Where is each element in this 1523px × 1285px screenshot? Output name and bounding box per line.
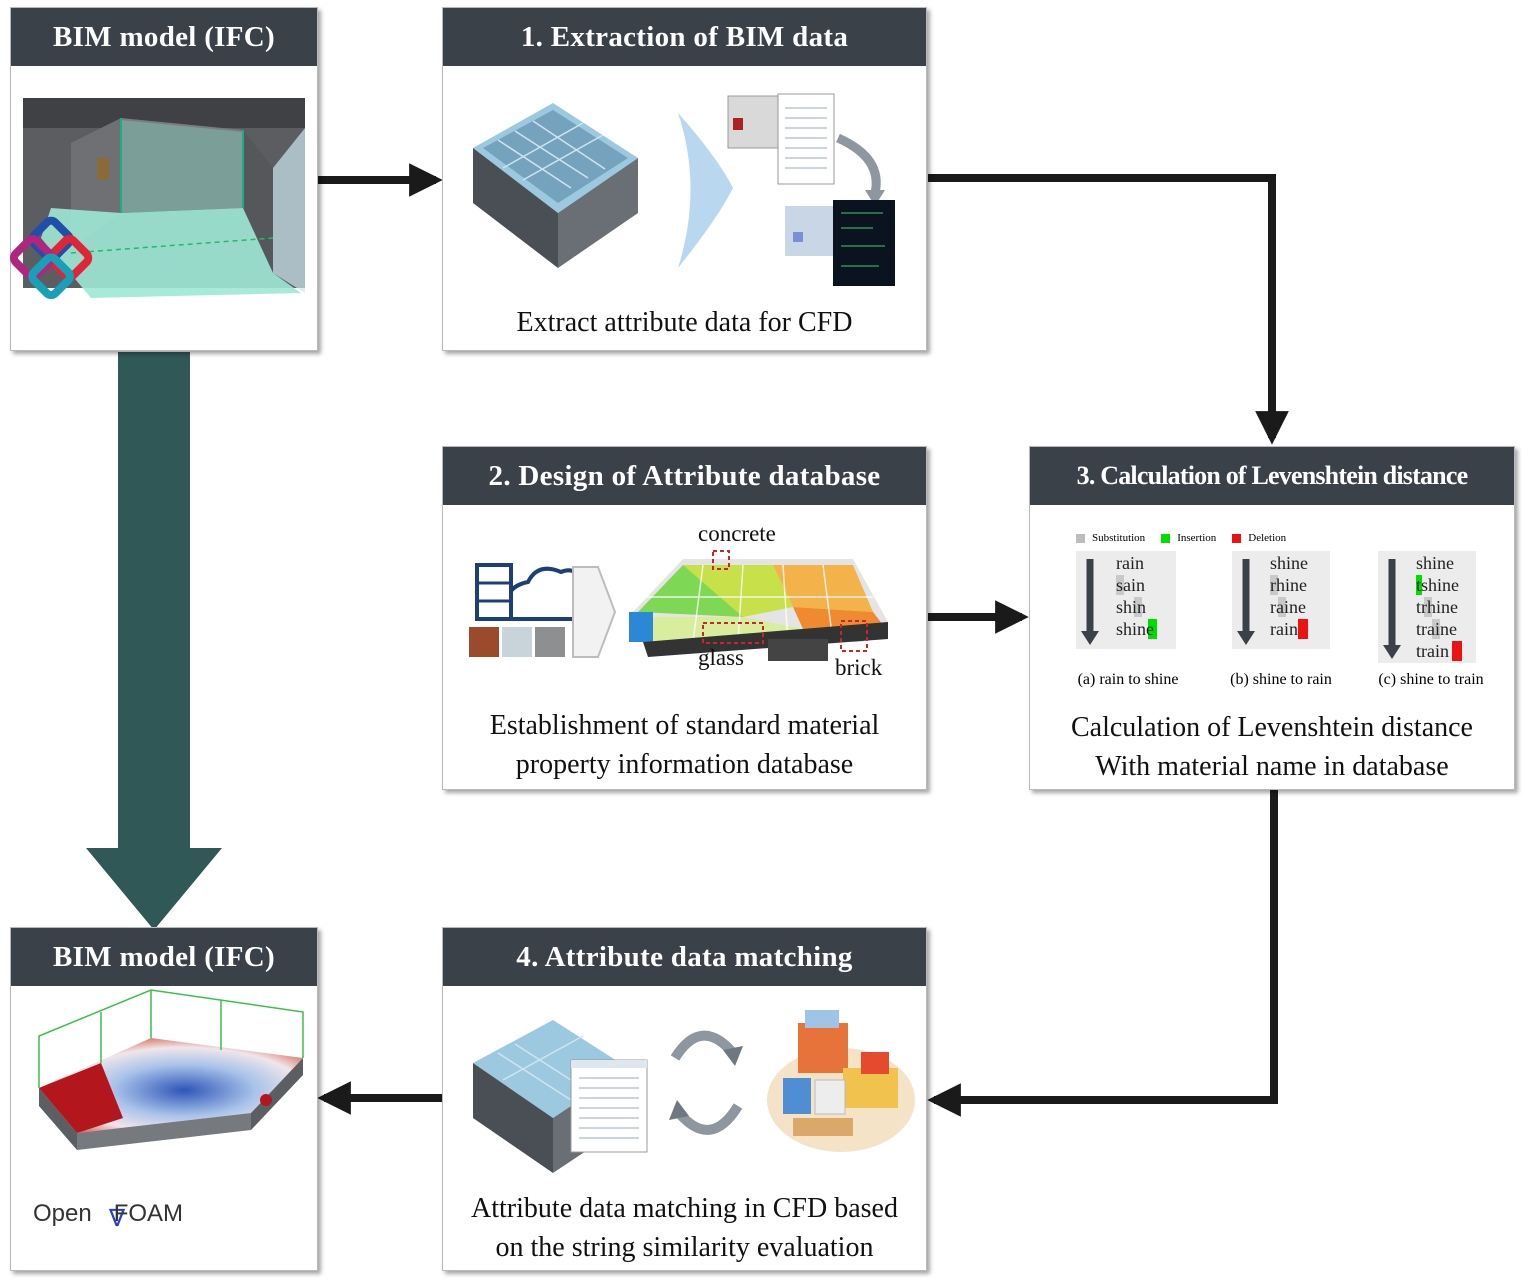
- down-arrow-icon: [1237, 559, 1255, 645]
- panel-title: 2. Design of Attribute database: [443, 447, 926, 505]
- panel-title: 4. Attribute data matching: [443, 928, 926, 986]
- word: raine: [1270, 597, 1306, 617]
- label-glass: glass: [698, 645, 744, 670]
- legend-swatch-substitution: [1076, 533, 1085, 543]
- caption-line: Extract attribute data for CFD: [516, 307, 853, 338]
- panel-title: 1. Extraction of BIM data: [443, 8, 926, 66]
- bim-room-illustration: [23, 98, 305, 298]
- caption-line: Establishment of standard material: [489, 710, 880, 741]
- example-label: (a) rain to shine: [1077, 671, 1179, 688]
- panel-bim-input: BIM model (IFC): [9, 7, 318, 351]
- example-b: shine rhine raine rain: [1232, 551, 1330, 649]
- panel-extraction: 1. Extraction of BIM data Extract a: [442, 7, 927, 351]
- down-arrow-icon: [1081, 559, 1099, 645]
- down-arrow-icon: [1383, 559, 1401, 659]
- example-a: rain sain shin shine: [1076, 551, 1176, 649]
- caption-line: on the string similarity evaluation: [495, 1232, 874, 1263]
- legend-swatch-deletion: [1232, 533, 1242, 543]
- panel-title: BIM model (IFC): [11, 928, 317, 986]
- legend-label: Substitution: [1092, 532, 1146, 544]
- word: train: [1416, 641, 1449, 661]
- openfoam-nabla-icon: ∇: [108, 1204, 126, 1232]
- word: shine: [1270, 553, 1308, 573]
- big-down-arrow: [86, 352, 222, 930]
- arrow-extraction-to-levenshtein: [928, 174, 1289, 445]
- example-label: (c) shine to train: [1378, 671, 1484, 688]
- panel-title: 3. Calculation of Levenshtein distance: [1030, 447, 1514, 505]
- panel-title: BIM model (IFC): [11, 8, 317, 66]
- label-brick: brick: [835, 655, 883, 680]
- caption-line: Attribute data matching in CFD based: [471, 1193, 898, 1224]
- matching-illustration: [473, 1010, 915, 1173]
- word: shine: [1116, 619, 1154, 639]
- word: traine: [1416, 619, 1457, 639]
- caption-line: With material name in database: [1095, 751, 1449, 782]
- panel-caption: Establishment of standard material prope…: [443, 706, 926, 784]
- caption-line: property information database: [515, 749, 854, 780]
- word: sain: [1116, 575, 1145, 595]
- sync-arrows-icon: [669, 1030, 743, 1135]
- word: rain: [1270, 619, 1298, 639]
- word: tshine: [1416, 575, 1459, 595]
- word: rhine: [1270, 575, 1307, 595]
- panel-caption: Attribute data matching in CFD based on …: [443, 1189, 926, 1267]
- database-illustration: [469, 550, 888, 661]
- panel-database: 2. Design of Attribute database: [442, 446, 927, 790]
- legend-label: Insertion: [1177, 532, 1217, 544]
- example-c: shine tshine trhine traine train: [1378, 551, 1476, 663]
- label-concrete: concrete: [698, 521, 776, 546]
- legend-swatch-insertion: [1161, 533, 1171, 543]
- cfd-result-illustration: ∇: [38, 989, 304, 1232]
- panel-matching: 4. Attribute data matching: [442, 927, 927, 1271]
- caption-line: Calculation of Levenshtein distance: [1071, 712, 1473, 743]
- arrow-levenshtein-to-matching: [927, 790, 1278, 1117]
- word: rain: [1116, 553, 1144, 573]
- panel-levenshtein: 3. Calculation of Levenshtein distance S…: [1029, 446, 1515, 790]
- legend: Substitution Insertion Deletion: [1076, 532, 1286, 544]
- word: trhine: [1416, 597, 1458, 617]
- panel-caption: Extract attribute data for CFD: [443, 303, 926, 342]
- word: shine: [1416, 553, 1454, 573]
- extraction-illustration: [473, 93, 895, 286]
- ifc-logo-icon: [9, 216, 93, 300]
- legend-label: Deletion: [1248, 532, 1287, 544]
- example-label: (b) shine to rain: [1230, 671, 1332, 688]
- word: shin: [1116, 597, 1147, 617]
- panel-caption: Calculation of Levenshtein distance With…: [1030, 708, 1514, 786]
